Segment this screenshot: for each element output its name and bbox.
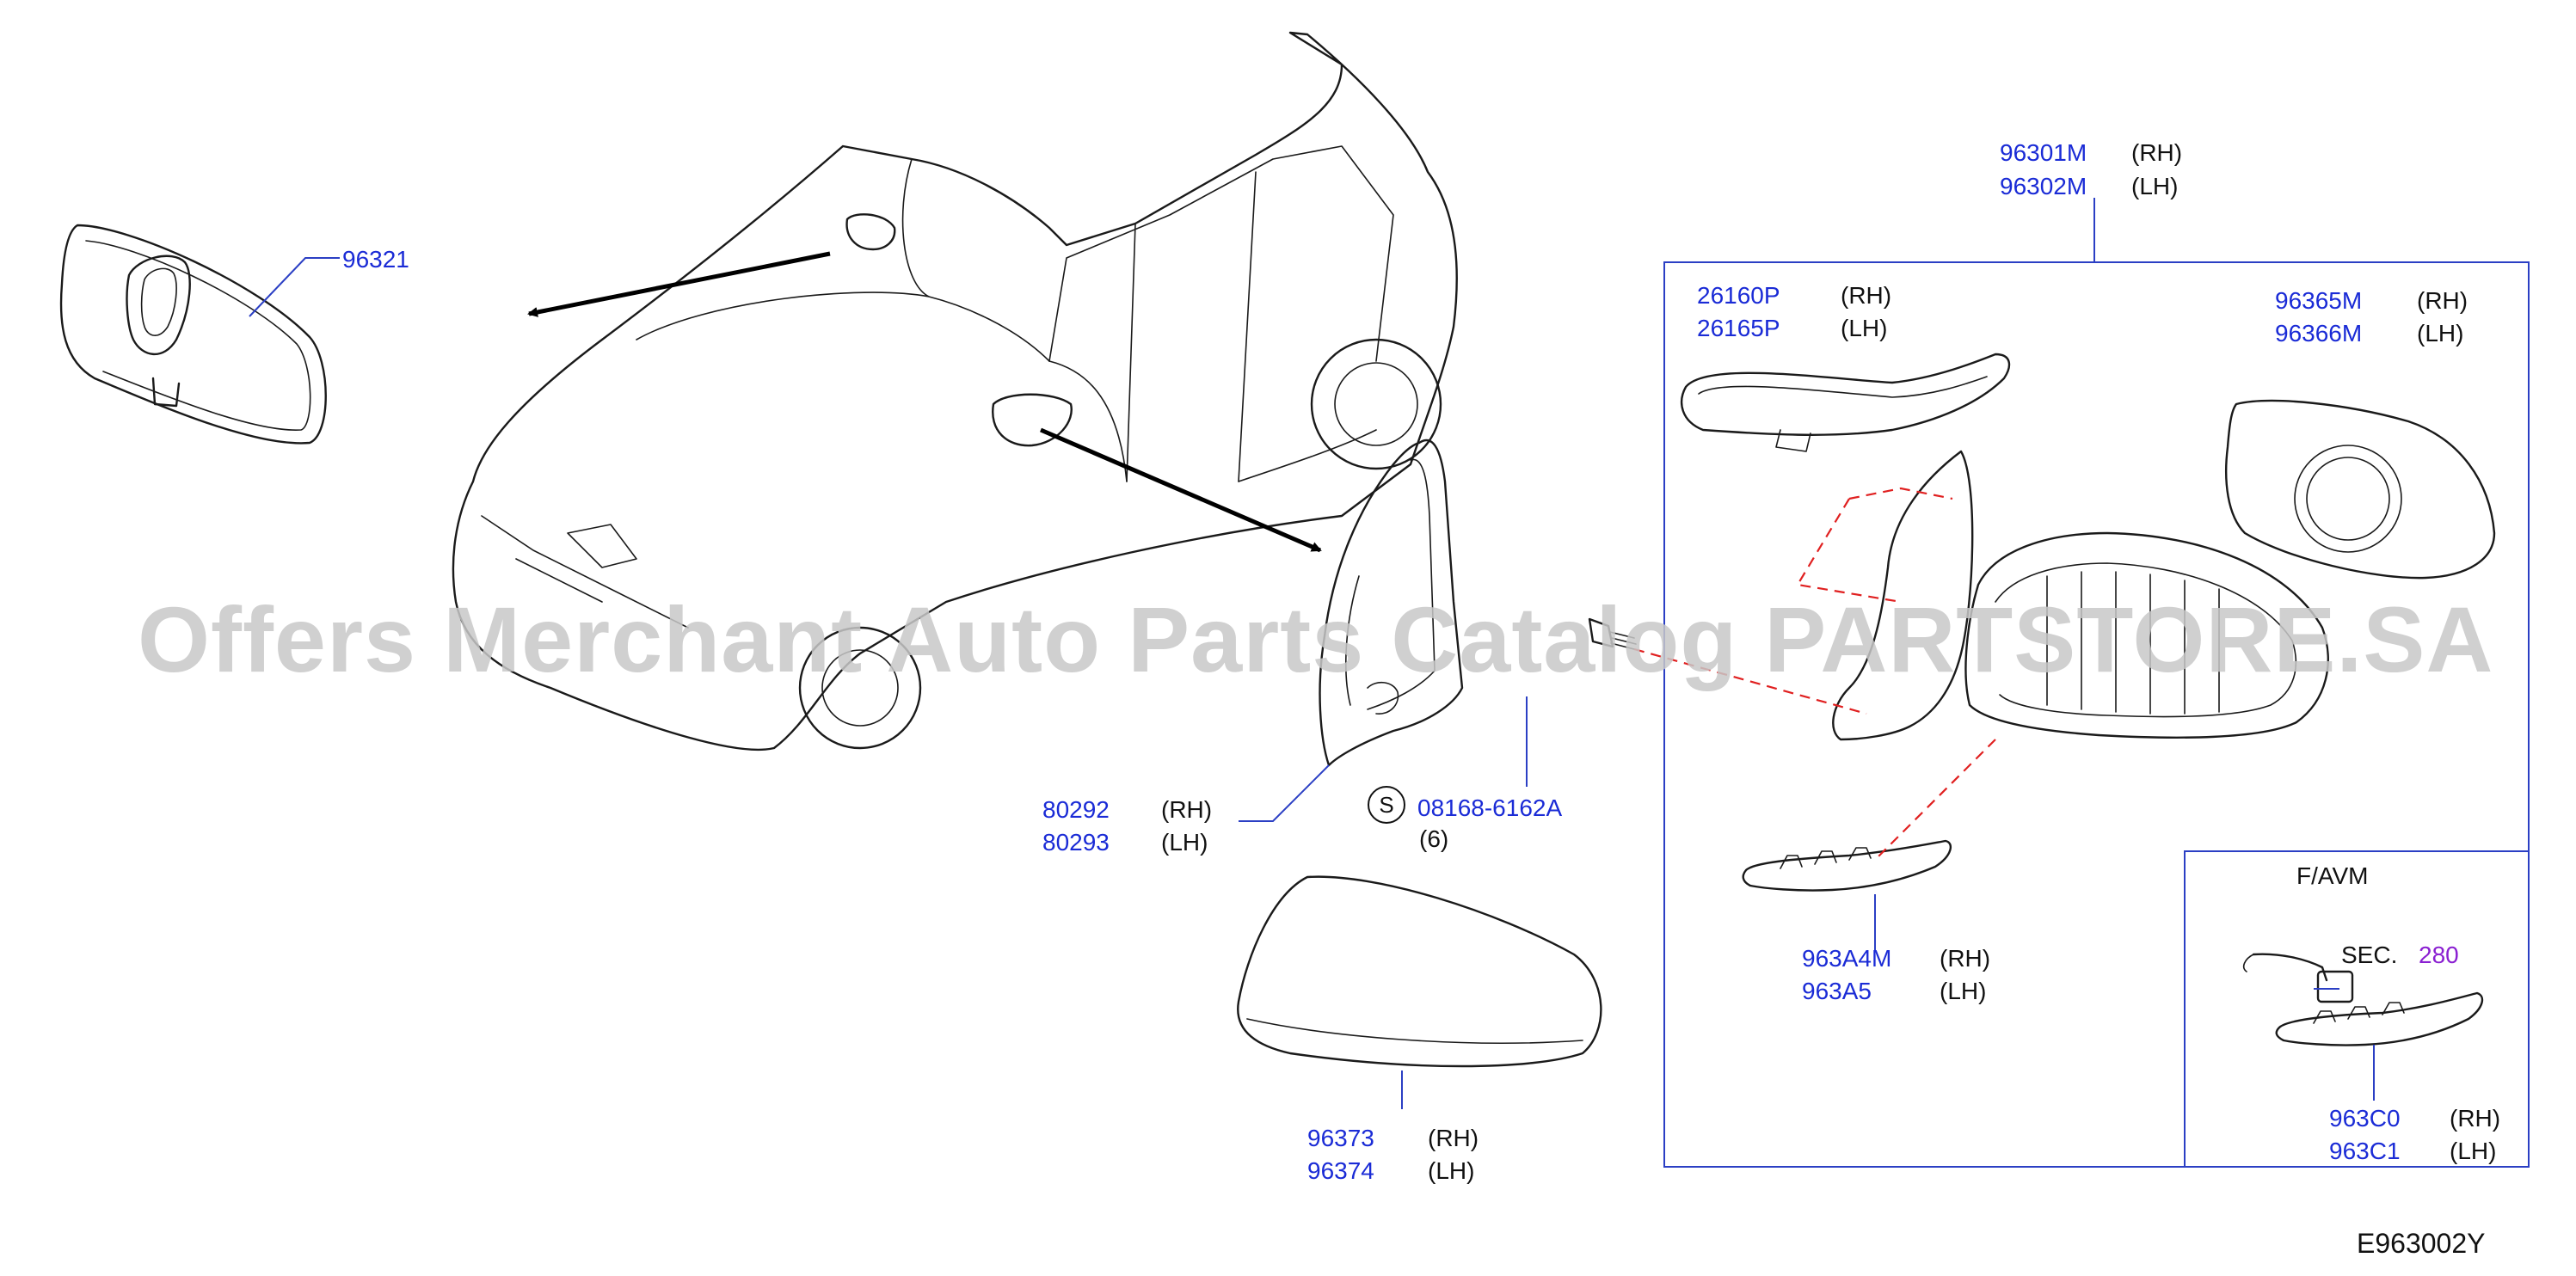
- turn-lamp-illustration: [1680, 353, 2011, 452]
- side-mirror-glass-lh: (LH): [2417, 320, 2464, 347]
- side-mirror-glass-rh: (RH): [2417, 287, 2468, 314]
- side-turn-lamp-lh: (LH): [1841, 315, 1888, 341]
- assembly-guide-lines: [1633, 487, 1996, 861]
- callout-turn-lamp-lh[interactable]: 26165P: [1697, 315, 1780, 341]
- callout-corner-finisher-lh[interactable]: 80293: [1042, 829, 1110, 856]
- favm-lower-cover-illustration: [2275, 991, 2484, 1046]
- callout-favm-rh[interactable]: 963C0: [2329, 1105, 2401, 1132]
- mirror-cover-illustration: [1237, 875, 1602, 1068]
- door-mirror-arrow: [1040, 427, 1322, 553]
- callout-corner-finisher-rh[interactable]: 80292: [1042, 796, 1110, 823]
- side-lower-cover-lh: (LH): [1940, 978, 1987, 1004]
- side-mirror-cover-rh: (RH): [1428, 1125, 1479, 1151]
- side-turn-lamp-rh: (RH): [1841, 282, 1892, 309]
- side-door-mirror-rh: (RH): [2131, 139, 2183, 166]
- callout-mirror-cover-rh[interactable]: 96373: [1307, 1125, 1374, 1151]
- favm-box: [2184, 850, 2530, 1168]
- screw-illustration: [1588, 617, 1637, 650]
- lower-cover-illustration: [1742, 839, 1952, 892]
- favm-title: F/AVM: [2296, 862, 2369, 889]
- callout-favm-lh[interactable]: 963C1: [2329, 1138, 2401, 1164]
- side-favm-rh: (RH): [2450, 1105, 2501, 1132]
- mirror-housing-illustration: [1832, 450, 2329, 741]
- callout-turn-lamp-rh[interactable]: 26160P: [1697, 282, 1780, 309]
- watermark: Offers Merchant Auto Parts Catalog PARTS…: [138, 587, 2494, 691]
- screw-symbol: S: [1368, 786, 1405, 824]
- inner-mirror-arrow: [527, 251, 831, 317]
- callout-inner-mirror[interactable]: 96321: [342, 246, 409, 273]
- side-corner-finisher-rh: (RH): [1161, 796, 1213, 823]
- callout-mirror-cover-lh[interactable]: 96374: [1307, 1157, 1374, 1184]
- callout-lower-cover-lh[interactable]: 963A5: [1802, 978, 1872, 1004]
- inner-mirror-illustration: [59, 224, 327, 445]
- side-door-mirror-lh: (LH): [2131, 173, 2179, 199]
- door-mirror-assy-box: [1663, 261, 2530, 1168]
- callout-mirror-glass-lh[interactable]: 96366M: [2275, 320, 2363, 347]
- callout-screw[interactable]: 08168-6162A: [1417, 794, 1563, 821]
- vehicle-illustration: [452, 31, 1458, 751]
- side-mirror-cover-lh: (LH): [1428, 1157, 1475, 1184]
- figure-id: E963002Y: [2357, 1228, 2486, 1259]
- callout-door-mirror-lh[interactable]: 96302M: [2000, 173, 2087, 199]
- screw-qty: (6): [1419, 825, 1449, 852]
- mirror-glass-illustration: [2225, 399, 2496, 580]
- callout-lower-cover-rh[interactable]: 963A4M: [1802, 945, 1892, 972]
- leader-lines: [249, 257, 2375, 1109]
- favm-camera-illustration: [2243, 953, 2354, 1003]
- favm-sec-link[interactable]: 280: [2419, 942, 2459, 968]
- favm-sec-label: SEC.: [2341, 942, 2398, 968]
- callout-mirror-glass-rh[interactable]: 96365M: [2275, 287, 2363, 314]
- corner-finisher-illustration: [1319, 439, 1464, 767]
- callout-door-mirror-rh[interactable]: 96301M: [2000, 139, 2087, 166]
- side-corner-finisher-lh: (LH): [1161, 829, 1208, 856]
- side-lower-cover-rh: (RH): [1940, 945, 1991, 972]
- side-favm-lh: (LH): [2450, 1138, 2497, 1164]
